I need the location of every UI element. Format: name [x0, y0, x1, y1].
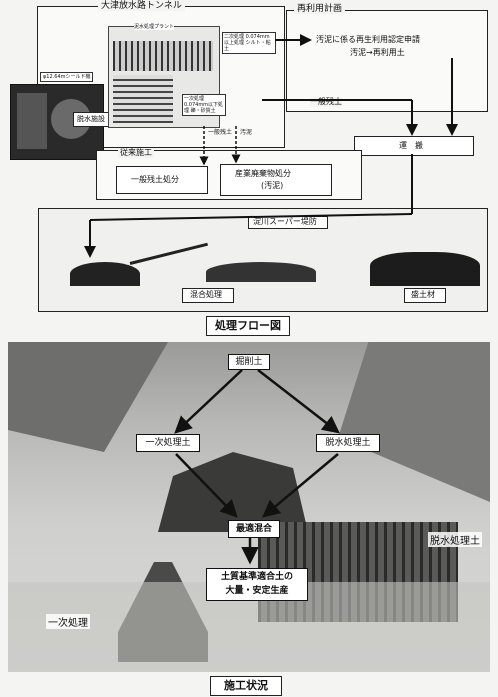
production-label: 土質基準適合土の 大量・安定生産 [206, 568, 308, 601]
shield-machine-label: φ12.64mシールド機 [40, 72, 94, 82]
dewater-area-label: 脱水処理土 [428, 532, 482, 547]
fill-label-box: 盛土材 [404, 288, 446, 303]
construction-photo: 掘削土 一次処理土 脱水処理土 最適混合 土質基準適合土の 大量・安定生産 脱水… [8, 342, 490, 672]
reuse-plan-section [286, 10, 488, 112]
conventional-title: 従来施工 [118, 148, 154, 158]
soil-mound-1 [70, 262, 140, 286]
soil-mound-2 [206, 262, 316, 282]
optimal-mix-label: 最適混合 [228, 520, 280, 538]
plant-primary-label: 一次処理 0.074mm以下処理 礫・砂質土 [182, 94, 226, 116]
flow-caption: 処理フロー図 [206, 316, 290, 336]
general-soil-label: 一般残土 [310, 97, 342, 107]
reuse-plan-title: 再利用計画 [294, 4, 346, 14]
flow-arrows [84, 34, 458, 258]
plant-label: 泥水処理プラント [134, 24, 175, 30]
excavated-soil-label: 掘削土 [228, 354, 270, 370]
sludge-small: 汚泥 [240, 129, 253, 136]
dewatered-soil-label: 脱水処理土 [316, 434, 380, 452]
general-soil-small: 一般残土 [208, 129, 233, 136]
transport-box: 運 搬 [354, 136, 474, 156]
primary-soil-label: 一次処理土 [136, 434, 200, 452]
conventional-industrial-box: 産業廃棄物処分 (汚泥) [220, 164, 332, 196]
photo-caption: 施工状況 [210, 676, 282, 696]
primary-area-label: 一次処理 [46, 614, 90, 629]
reuse-application: 汚泥に係る再生利用認定申請 [316, 35, 420, 44]
tunnel-title: 大津放水路トンネル [98, 1, 185, 11]
dewater-facility-box: 脱水施設 [73, 112, 117, 127]
mixing-label-box: 混合処理 [182, 288, 234, 303]
reuse-conversion: 汚泥→再利用土 [350, 48, 405, 57]
plant-secondary-label: 二次処理 0.074mm以上処理 シルト・粘土 [222, 32, 276, 54]
photo-arrows [174, 369, 340, 565]
soil-mound-3 [370, 252, 480, 286]
conventional-general-box: 一般残土処分 [116, 166, 208, 194]
